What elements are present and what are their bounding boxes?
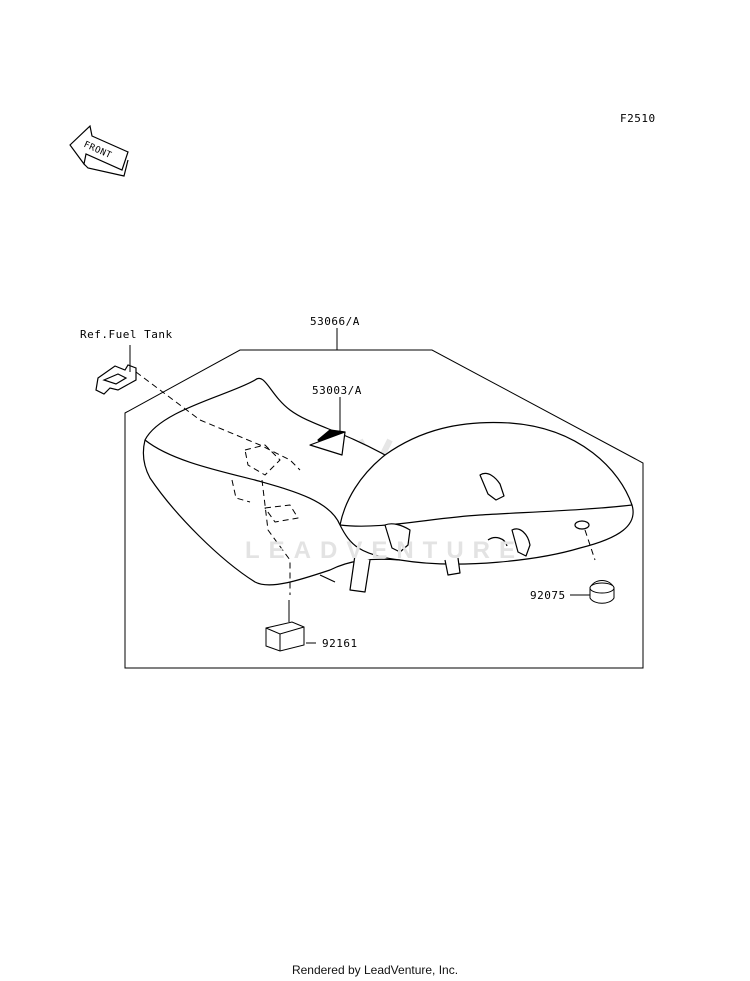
- front-arrow-icon: [69, 124, 129, 177]
- footer-credit: Rendered by LeadVenture, Inc.: [291, 963, 459, 977]
- callout-92161: 92161: [322, 637, 358, 650]
- leader-lines: [129, 328, 590, 644]
- callout-ref-fuel-tank: Ref.Fuel Tank: [80, 328, 173, 341]
- part-92161-drawing: [265, 621, 305, 652]
- callout-92075: 92075: [530, 589, 566, 602]
- callout-53066-a: 53066/A: [310, 315, 360, 328]
- watermark-text: LEADVENTURE: [245, 537, 525, 564]
- seat-drawing: [142, 377, 634, 595]
- figure-code: F2510: [620, 112, 656, 125]
- assembly-box: [124, 349, 644, 669]
- callout-53003-a: 53003/A: [312, 384, 362, 397]
- part-92075-drawing: [589, 580, 615, 604]
- fuel-tank-bracket: [95, 364, 137, 395]
